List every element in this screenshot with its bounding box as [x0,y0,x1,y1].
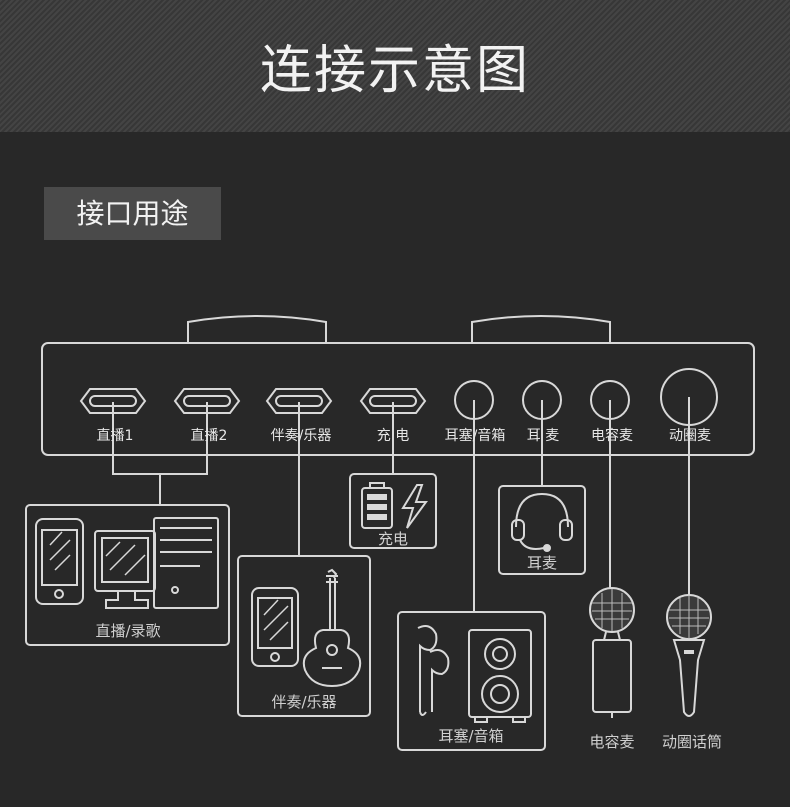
caption-accompaniment: 伴奏/乐器 [271,693,337,711]
port-label-charge: 充 电 [376,428,410,444]
caption-dynamic-mic: 动圈话筒 [661,733,723,751]
line-live [112,402,208,505]
sound-card-body [41,342,755,456]
speaker-icon [468,629,532,723]
caption-live-record: 直播/录歌 [95,622,161,640]
phone-icon [35,518,84,605]
tablet-icon [251,587,299,667]
caption-condenser-mic: 电容麦 [589,733,635,751]
box-earphone-speaker [397,611,546,751]
port-label-live1: 直播1 [96,428,134,444]
box-headset [498,485,586,575]
left-knob [187,315,327,343]
dynamic-mic-icon [666,594,712,717]
box-charging [349,473,437,549]
caption-headset: 耳麦 [526,554,558,572]
box-accompaniment [237,555,371,717]
lightning-icon [401,484,428,529]
caption-charging: 充电 [377,530,409,548]
port-label-accompaniment: 伴奏/乐器 [270,428,332,444]
port-label-earphone: 耳塞/音箱 [444,428,506,444]
section-label: 接口用途 [44,187,221,240]
battery-icon [361,482,393,529]
right-knob [471,315,611,343]
header-banner [0,0,790,132]
box-live-record [25,504,230,646]
page-title: 连接示意图 [259,41,530,101]
caption-earphone-speaker: 耳塞/音箱 [438,727,504,745]
port-label-dynamic: 动圈麦 [669,428,711,444]
computer-icon [94,517,219,609]
port-label-live2: 直播2 [190,428,228,444]
port-label-headset: 耳 麦 [526,428,560,444]
earphones-icon [417,625,450,716]
guitar-icon [302,568,362,688]
headset-icon [511,492,573,552]
port-label-condenser: 电容麦 [591,428,633,444]
condenser-mic-icon [589,587,635,718]
